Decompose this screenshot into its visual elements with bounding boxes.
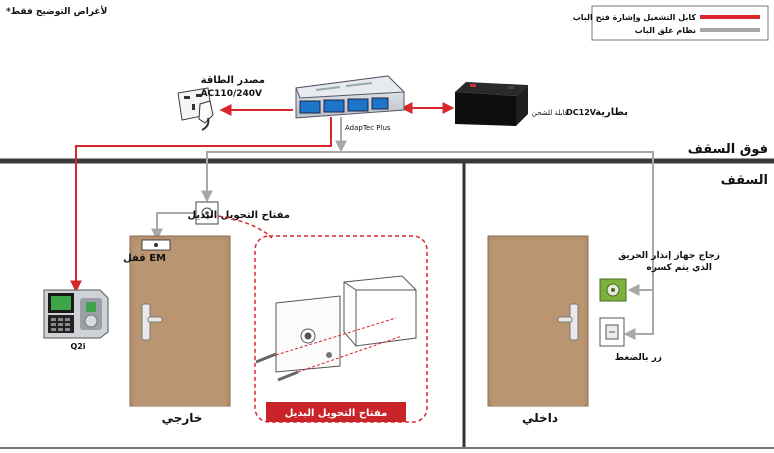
zone-ceiling-label: السقف — [721, 173, 768, 188]
wire-reader — [70, 117, 332, 293]
legend-label-lock: نظام غلق الباب — [635, 26, 696, 35]
legend-label-signal: كابل التشغيل وإشارة فتح الباب — [573, 13, 697, 22]
inset-back-box — [343, 275, 417, 347]
outside-door — [129, 235, 231, 407]
wire-exit-switch — [201, 151, 654, 282]
break-glass-line2: الذي يتم كسره — [646, 263, 712, 273]
zone-above-ceiling-label: فوق السقف — [688, 142, 768, 157]
battery-icon — [455, 82, 528, 126]
break-glass-line1: زجاج جهاز إنذار الحريق — [618, 251, 720, 261]
disclaimer-text: *لأغراض التوضيح فقط — [6, 5, 107, 17]
inset-title: مفتاح التحويل البديل — [285, 408, 388, 419]
inset-title-banner — [266, 402, 406, 422]
legend: كابل التشغيل وإشارة فتح الباب نظام غلق ا… — [573, 5, 769, 41]
push-button-icon — [599, 317, 625, 347]
reader-model: Q2i — [70, 342, 85, 351]
inset-frame — [254, 235, 428, 423]
legend-box — [591, 5, 769, 41]
inset-switch-plate — [275, 295, 341, 373]
power-outlet — [177, 87, 214, 131]
controller-name: AdapTec Plus — [345, 124, 391, 132]
outside-label: خارجي — [162, 411, 203, 425]
em-lock-label: قفل EM — [123, 253, 166, 264]
battery-spec: DC12V — [566, 108, 597, 117]
push-button-label: زر بالضغط — [615, 353, 662, 363]
wire-em-lock — [151, 212, 195, 241]
battery-note: قابلة للشحن — [532, 109, 568, 117]
exit-switch-label: مفتاح التحويل البديل — [187, 210, 290, 221]
fingerprint-reader — [43, 289, 109, 339]
inside-door — [487, 235, 589, 407]
inset-screws — [255, 317, 403, 382]
battery-title: بطارية — [595, 107, 628, 118]
controller-unit — [295, 75, 406, 119]
power-source-voltage: AC110/240V — [201, 89, 262, 99]
power-source-title: مصدر الطاقة — [201, 75, 265, 86]
exit-switch-small-icon — [195, 201, 219, 225]
break-glass-icon — [599, 278, 627, 302]
wire-push-button — [623, 282, 654, 340]
inside-label: داخلي — [522, 411, 558, 425]
